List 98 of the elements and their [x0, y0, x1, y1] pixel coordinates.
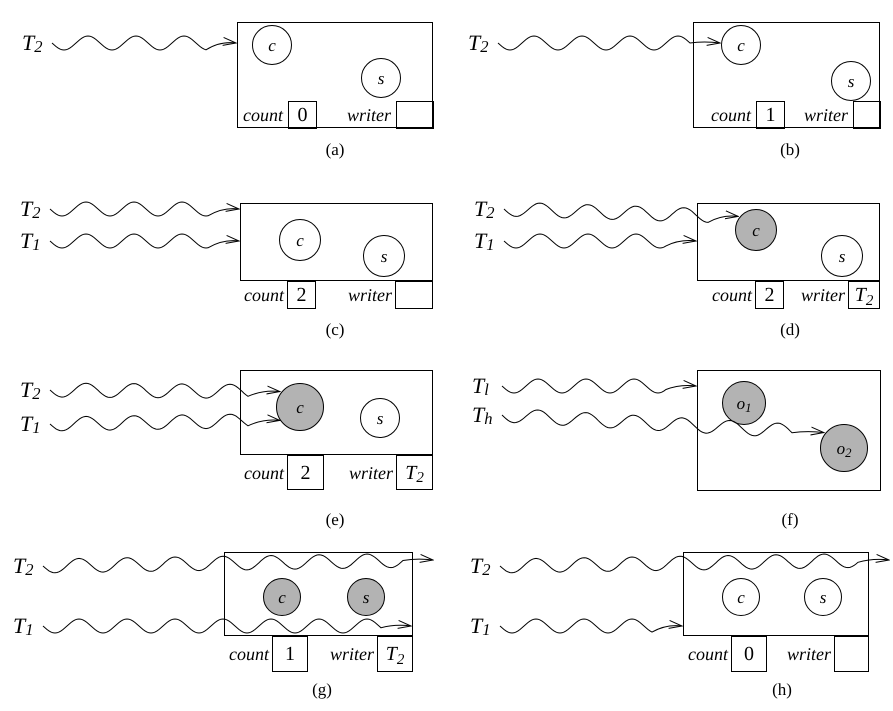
wavy-arrow [42, 554, 434, 574]
object-box [697, 370, 881, 491]
thread-label: T$_{2}$ [470, 553, 500, 579]
field-label: writer [346, 104, 391, 127]
wavy-arrow [50, 414, 280, 432]
node-text: 2 [300, 462, 310, 482]
value-cell [396, 101, 434, 129]
node-text: T$_{2}$ [854, 285, 874, 305]
value-cell [288, 101, 317, 129]
node-text: s [820, 588, 826, 606]
wavy-arrow [42, 618, 412, 634]
field-label: count [244, 284, 284, 307]
panel-caption: (h) [772, 681, 792, 698]
thread-label: T$_{2}$ [22, 30, 52, 56]
node-text: s [848, 72, 854, 90]
node-text: 1 [766, 105, 776, 125]
field-label: writer [330, 643, 374, 666]
field-label: writer [348, 462, 393, 484]
panel-caption: (e) [326, 511, 344, 528]
thread-label: T$_{2}$ [20, 196, 50, 222]
node-text: c [737, 36, 745, 54]
node-text: o$_{2}$ [836, 440, 852, 456]
thread-label: T$_{h}$ [472, 402, 502, 428]
value-cell [848, 281, 880, 309]
field-label: writer [786, 643, 831, 666]
node-text: 1 [285, 644, 295, 664]
node-text: 2 [296, 285, 306, 305]
node-text: 0 [744, 644, 754, 664]
thread-label: T$_{2}$ [474, 196, 504, 222]
thread-label: T$_{2}$ [13, 553, 43, 579]
node-text: c [752, 222, 760, 238]
node-text: T$_{2}$ [405, 462, 424, 482]
node-text: T$_{2}$ [386, 644, 404, 664]
wavy-arrow [50, 382, 280, 399]
object-box [224, 552, 413, 636]
wavy-arrow [504, 234, 696, 248]
node-text: s [380, 248, 388, 264]
value-cell [395, 281, 433, 309]
object-box [240, 370, 433, 455]
thread-label: T$_{1}$ [20, 411, 50, 437]
panel-caption: (a) [326, 141, 344, 158]
field-label: writer [348, 284, 392, 307]
wavy-arrow [502, 410, 824, 436]
value-cell [377, 636, 413, 672]
wavy-arrow [504, 202, 739, 223]
node-text: c [296, 232, 304, 248]
node-text: o$_{1}$ [736, 394, 752, 412]
node-text: c [268, 36, 276, 54]
wavy-arrow [52, 36, 236, 50]
thread-label: T$_{1}$ [13, 613, 43, 639]
wavy-arrow [50, 202, 240, 216]
panel-caption: (d) [780, 321, 800, 338]
wavy-arrow [500, 618, 682, 634]
value-cell [834, 636, 869, 672]
node-text: c [296, 398, 304, 416]
value-cell [853, 101, 881, 129]
node-text: c [278, 588, 286, 606]
value-cell [755, 281, 784, 309]
field-label: writer [804, 104, 848, 127]
thread-label: T$_{2}$ [468, 30, 498, 56]
node-text: s [376, 410, 384, 426]
object-box [693, 22, 880, 128]
field-label: count [244, 462, 284, 484]
panel-caption: (g) [312, 681, 332, 698]
node-text: s [362, 588, 370, 606]
value-cell [731, 636, 767, 672]
node-text: c [737, 588, 745, 606]
wavy-arrow [498, 36, 721, 50]
field-label: count [243, 104, 283, 127]
value-cell [756, 101, 785, 129]
node-text: 2 [764, 285, 774, 305]
panel-caption: (c) [326, 321, 344, 338]
object-box [240, 203, 433, 281]
value-cell [396, 455, 433, 490]
field-label: count [229, 643, 269, 666]
value-cell [287, 281, 316, 309]
node-text: 0 [298, 105, 308, 125]
object-box [237, 22, 433, 128]
thread-label: T$_{1}$ [470, 613, 500, 639]
node-text: s [378, 70, 384, 86]
value-cell [287, 455, 324, 490]
object-box [683, 552, 869, 636]
object-box [697, 203, 880, 281]
wavy-arrow [500, 554, 890, 574]
thread-label: T$_{l}$ [472, 373, 502, 399]
panel-caption: (b) [780, 141, 800, 158]
thread-label: T$_{1}$ [20, 228, 50, 254]
node-text: s [838, 248, 846, 264]
field-label: count [688, 643, 728, 666]
thread-label: T$_{1}$ [474, 228, 504, 254]
panel-caption: (f) [782, 511, 798, 528]
field-label: writer [800, 284, 845, 307]
field-label: count [712, 284, 752, 307]
value-cell [272, 636, 308, 672]
field-label: count [711, 104, 751, 127]
thread-label: T$_{2}$ [20, 377, 50, 403]
wavy-arrow [50, 234, 240, 248]
wavy-arrow [502, 378, 696, 394]
